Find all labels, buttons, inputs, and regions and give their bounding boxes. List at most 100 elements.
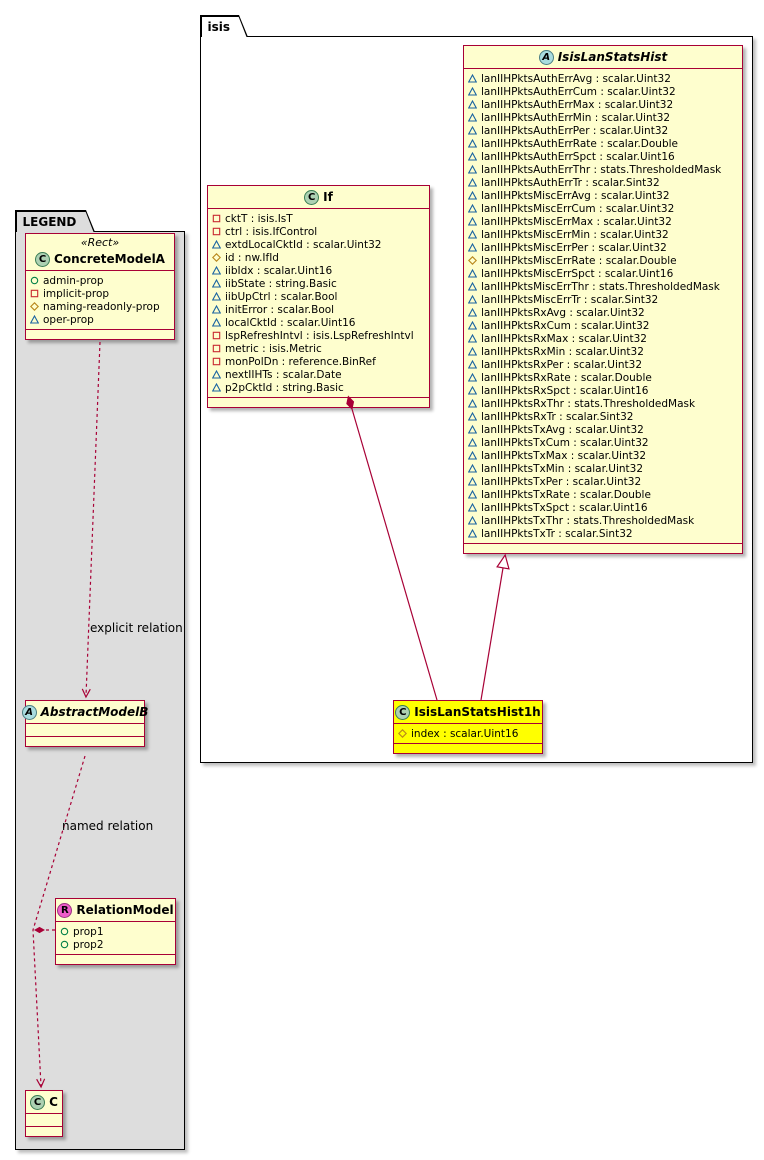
- triangle-prop-icon: [212, 240, 222, 249]
- class-box-abstractmodelb: A AbstractModelB: [21, 700, 148, 747]
- property-text: lanIIHPktsAuthErrThr : stats.Thresholded…: [481, 163, 722, 176]
- property-text: lanIIHPktsRxSpct : scalar.Uint16: [481, 384, 649, 397]
- property-text: lanIIHPktsTxMin : scalar.Uint32: [481, 462, 644, 475]
- triangle-prop-icon: [468, 373, 478, 382]
- class-property: iibUpCtrl : scalar.Bool: [212, 290, 425, 303]
- triangle-prop-icon: [468, 321, 478, 330]
- square-prop-icon: [212, 331, 222, 340]
- triangle-prop-icon: [212, 305, 222, 314]
- class-name: AbstractModelB: [40, 705, 149, 719]
- property-text: lanIIHPktsMiscErrTr : scalar.Sint32: [481, 293, 659, 306]
- property-text: lanIIHPktsAuthErrPer : scalar.Uint32: [481, 124, 669, 137]
- property-text: lanIIHPktsAuthErrCum : scalar.Uint32: [481, 85, 676, 98]
- class-stereotype: «Rect»: [80, 236, 120, 249]
- triangle-prop-icon: [468, 87, 478, 96]
- class-property: extdLocalCktId : scalar.Uint32: [212, 238, 425, 251]
- class-name: ConcreteModelA: [54, 252, 165, 266]
- class-property: lanIIHPktsTxThr : stats.ThresholdedMask: [468, 514, 738, 527]
- triangle-prop-icon: [468, 412, 478, 421]
- property-text: p2pCktId : string.Basic: [225, 381, 344, 394]
- triangle-prop-icon: [468, 113, 478, 122]
- triangle-prop-icon: [212, 279, 222, 288]
- class-methods-empty: [56, 954, 175, 964]
- property-text: lanIIHPktsTxAvg : scalar.Uint32: [481, 423, 644, 436]
- class-property: lanIIHPktsAuthErrCum : scalar.Uint32: [468, 85, 738, 98]
- class-header: «Rect» C ConcreteModelA: [26, 234, 174, 270]
- class-header: A AbstractModelB: [21, 701, 148, 723]
- property-text: lanIIHPktsTxPer : scalar.Uint32: [481, 475, 642, 488]
- class-property: naming-readonly-prop: [30, 300, 170, 313]
- property-text: lanIIHPktsMiscErrCum : scalar.Uint32: [481, 202, 675, 215]
- class-header: C C: [26, 1091, 62, 1113]
- class-property: lanIIHPktsMiscErrThr : stats.Thresholded…: [468, 280, 738, 293]
- property-text: localCktId : scalar.Uint16: [225, 316, 356, 329]
- diamond-prop-icon: [398, 729, 408, 738]
- square-prop-icon: [212, 344, 222, 353]
- property-text: implicit-prop: [43, 287, 110, 300]
- class-methods-empty: [464, 543, 742, 553]
- triangle-prop-icon: [468, 334, 478, 343]
- property-text: lanIIHPktsTxRate : scalar.Double: [481, 488, 651, 501]
- class-property: p2pCktId : string.Basic: [212, 381, 425, 394]
- property-text: lanIIHPktsAuthErrAvg : scalar.Uint32: [481, 72, 671, 85]
- class-property: lanIIHPktsTxCum : scalar.Uint32: [468, 436, 738, 449]
- property-text: iibUpCtrl : scalar.Bool: [225, 290, 338, 303]
- triangle-prop-icon: [468, 204, 478, 213]
- triangle-prop-icon: [468, 217, 478, 226]
- class-methods-empty: [394, 743, 542, 753]
- class-header: C If: [208, 186, 429, 208]
- class-property: lanIIHPktsRxMax : scalar.Uint32: [468, 332, 738, 345]
- triangle-prop-icon: [468, 438, 478, 447]
- triangle-prop-icon: [468, 269, 478, 278]
- class-property: metric : isis.Metric: [212, 342, 425, 355]
- property-text: extdLocalCktId : scalar.Uint32: [225, 238, 382, 251]
- class-methods-empty: [208, 397, 429, 407]
- package-legend-title: LEGEND: [22, 214, 77, 229]
- property-text: lanIIHPktsMiscErrRate : scalar.Double: [481, 254, 677, 267]
- triangle-prop-icon: [468, 243, 478, 252]
- class-property: lanIIHPktsAuthErrMin : scalar.Uint32: [468, 111, 738, 124]
- class-property: monPolDn : reference.BinRef: [212, 355, 425, 368]
- class-property: nextIIHTs : scalar.Date: [212, 368, 425, 381]
- triangle-prop-icon: [212, 383, 222, 392]
- circle-prop-icon: [30, 276, 40, 285]
- triangle-prop-icon: [468, 490, 478, 499]
- property-text: lanIIHPktsTxCum : scalar.Uint32: [481, 436, 649, 449]
- property-text: ctrl : isis.IfControl: [225, 225, 318, 238]
- property-text: lanIIHPktsMiscErrPer : scalar.Uint32: [481, 241, 667, 254]
- class-property: lanIIHPktsAuthErrAvg : scalar.Uint32: [468, 72, 738, 85]
- class-property: lanIIHPktsMiscErrCum : scalar.Uint32: [468, 202, 738, 215]
- class-property: lanIIHPktsRxAvg : scalar.Uint32: [468, 306, 738, 319]
- class-property: ctrl : isis.IfControl: [212, 225, 425, 238]
- diamond-prop-icon: [30, 302, 40, 311]
- class-property: lanIIHPktsMiscErrAvg : scalar.Uint32: [468, 189, 738, 202]
- property-text: lanIIHPktsRxPer : scalar.Uint32: [481, 358, 643, 371]
- class-property: lanIIHPktsAuthErrMax : scalar.Uint32: [468, 98, 738, 111]
- class-name: RelationModel: [76, 903, 174, 917]
- triangle-prop-icon: [468, 139, 478, 148]
- class-property: lanIIHPktsTxAvg : scalar.Uint32: [468, 423, 738, 436]
- triangle-prop-icon: [468, 425, 478, 434]
- class-name: IsisLanStatsHist1h: [414, 705, 541, 719]
- triangle-prop-icon: [212, 370, 222, 379]
- triangle-prop-icon: [468, 282, 478, 291]
- triangle-prop-icon: [468, 126, 478, 135]
- class-attributes: index : scalar.Uint16: [394, 723, 542, 743]
- square-prop-icon: [212, 214, 222, 223]
- class-property: lanIIHPktsAuthErrThr : stats.Thresholded…: [468, 163, 738, 176]
- class-property: lanIIHPktsMiscErrMin : scalar.Uint32: [468, 228, 738, 241]
- property-text: lanIIHPktsMiscErrAvg : scalar.Uint32: [481, 189, 670, 202]
- class-spot-icon: C: [304, 189, 320, 205]
- triangle-prop-icon: [468, 165, 478, 174]
- class-header: A IsisLanStatsHist: [464, 46, 742, 68]
- class-property: lanIIHPktsTxMin : scalar.Uint32: [468, 462, 738, 475]
- class-property: admin-prop: [30, 274, 170, 287]
- property-text: prop1: [73, 925, 104, 938]
- triangle-prop-icon: [468, 529, 478, 538]
- triangle-prop-icon: [468, 152, 478, 161]
- property-text: lanIIHPktsAuthErrTr : scalar.Sint32: [481, 176, 660, 189]
- class-property: localCktId : scalar.Uint16: [212, 316, 425, 329]
- class-spot-icon: C: [35, 251, 51, 267]
